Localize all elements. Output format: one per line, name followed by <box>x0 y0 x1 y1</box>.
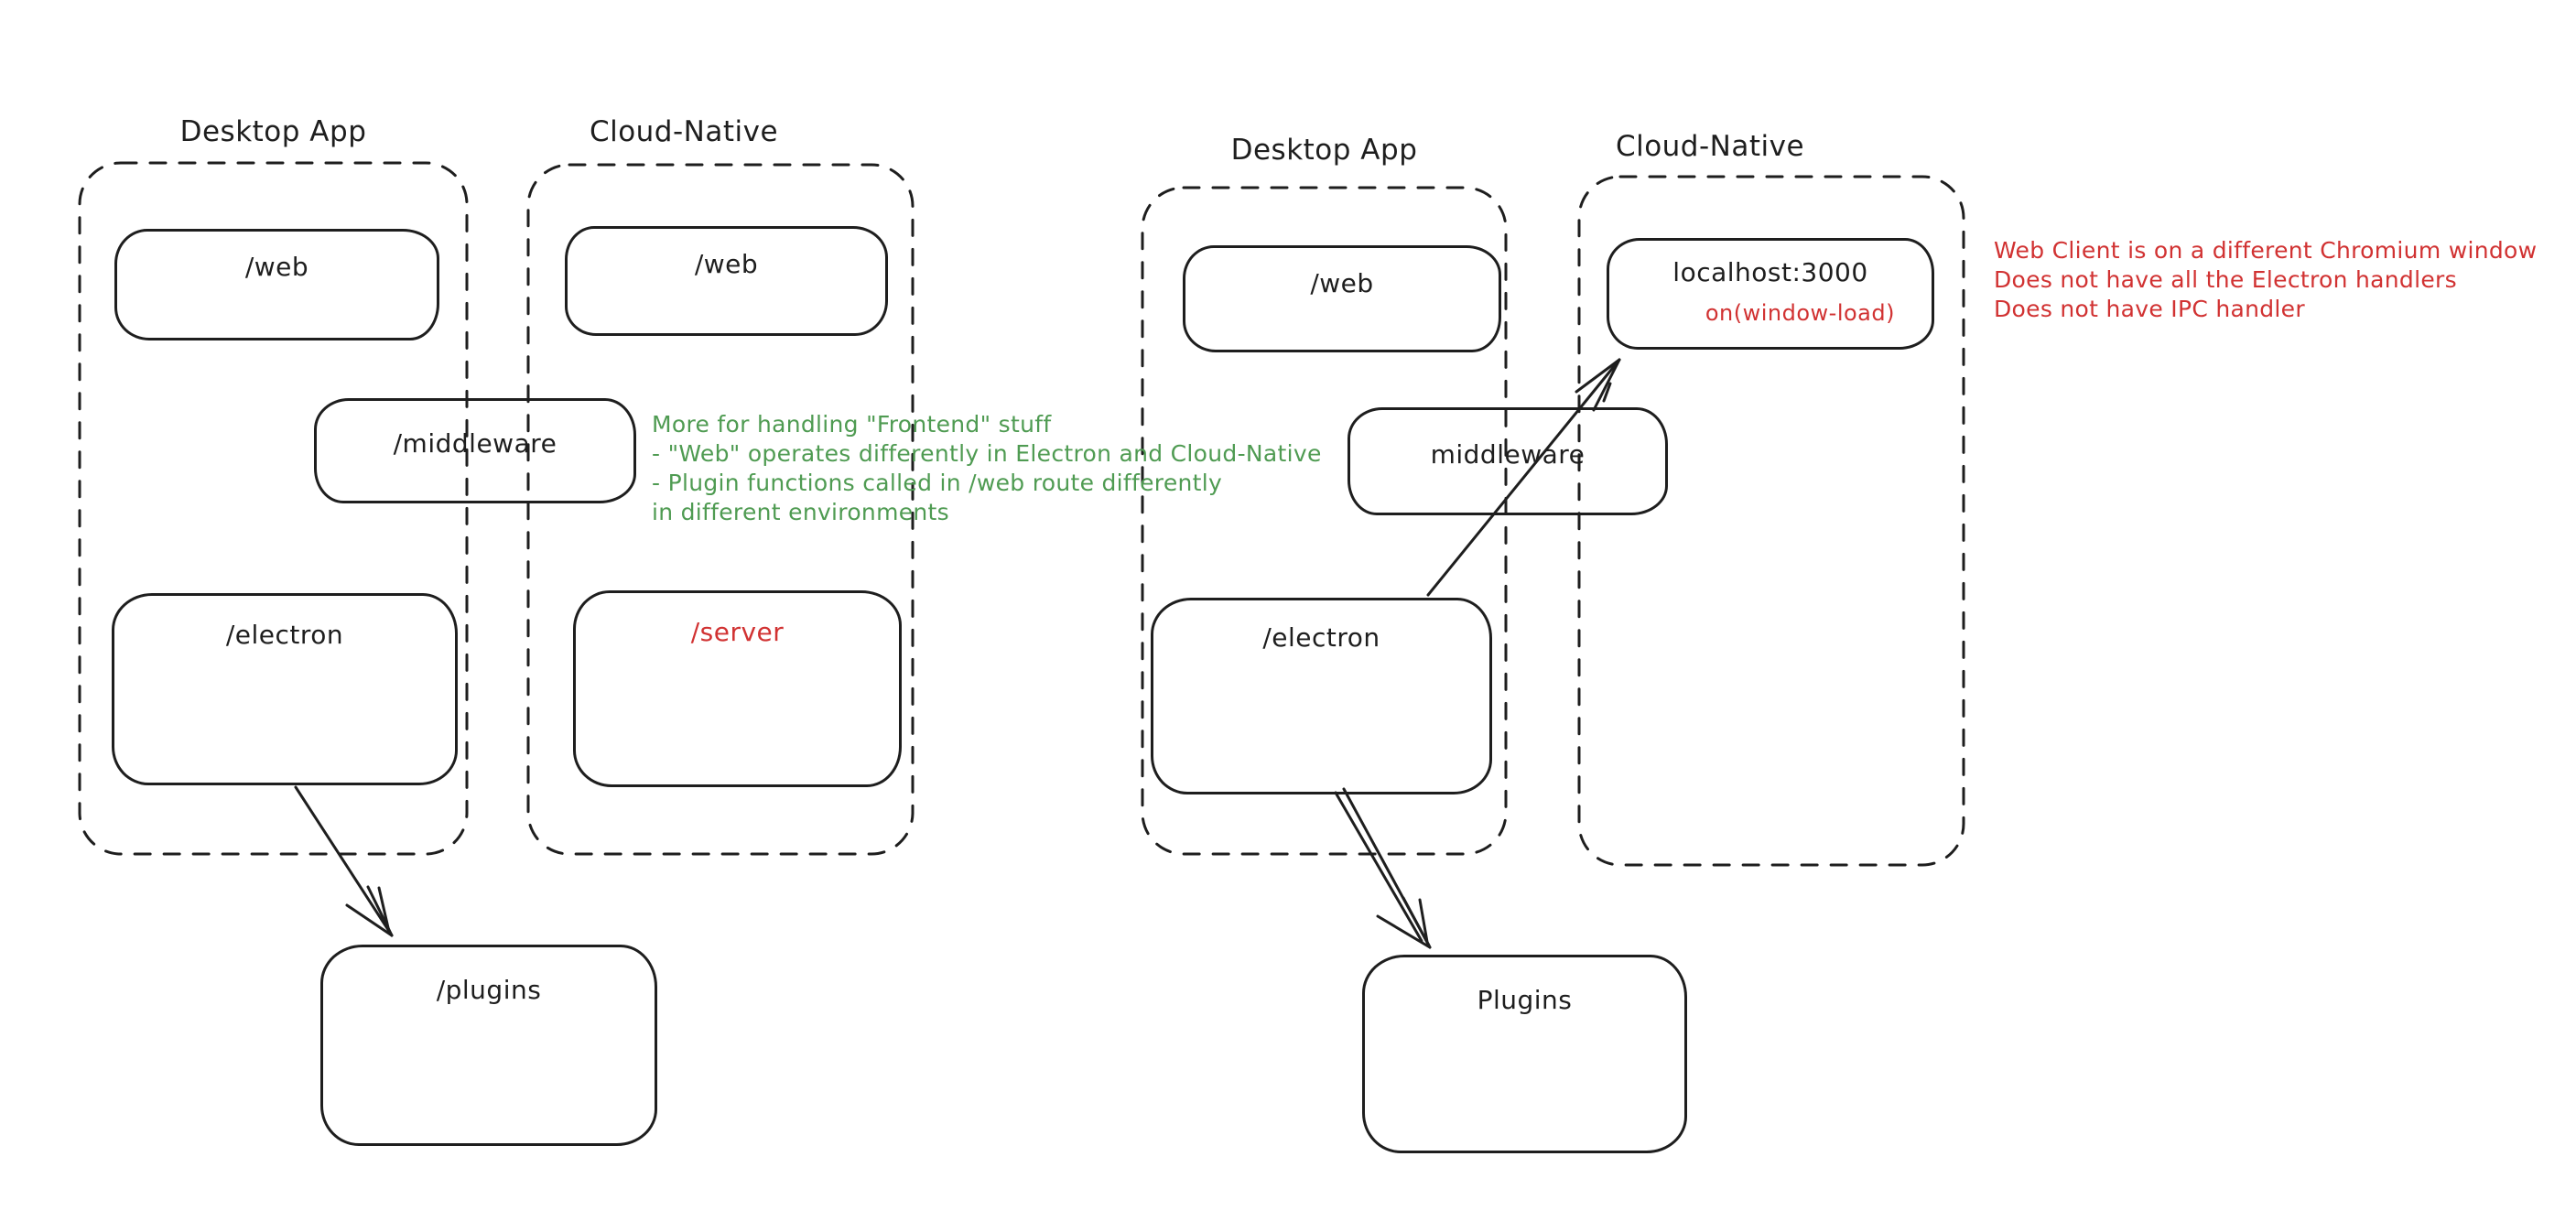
left-green-note: More for handling "Frontend" stuff - "We… <box>652 410 1322 527</box>
right-middleware-label: middleware <box>1430 439 1586 470</box>
left-green-note-line-1: More for handling "Frontend" stuff <box>652 411 1052 438</box>
left-server-label: /server <box>690 617 785 647</box>
right-electron-box: /electron <box>1151 598 1492 794</box>
left-web-desktop-label: /web <box>244 252 309 282</box>
left-plugins-label: /plugins <box>436 975 542 1005</box>
right-plugins-label: Plugins <box>1477 985 1573 1015</box>
right-web-label: /web <box>1310 268 1374 298</box>
left-green-note-line-3: - Plugin functions called in /web route … <box>652 470 1223 496</box>
left-middleware-label: /middleware <box>393 428 557 459</box>
right-electron-label: /electron <box>1262 622 1380 653</box>
left-electron-box: /electron <box>112 593 458 785</box>
left-green-note-line-2: - "Web" operates differently in Electron… <box>652 440 1322 467</box>
right-middleware-box: middleware <box>1348 407 1668 515</box>
arrow-electron-to-plugins-left <box>294 785 394 937</box>
right-desktop-app-label: Desktop App <box>1230 134 1418 167</box>
arrow-electron-to-plugins-right <box>1334 787 1432 949</box>
left-electron-label: /electron <box>225 620 344 650</box>
right-window-load-label: on(window-load) <box>1705 300 1895 326</box>
right-web-box: /web <box>1183 245 1501 352</box>
left-web-desktop-box: /web <box>114 229 439 340</box>
left-middleware-box: /middleware <box>314 398 636 503</box>
left-green-note-line-4: in different environments <box>652 499 949 525</box>
right-cloud-native-label: Cloud-Native <box>1615 130 1805 163</box>
right-red-note: Web Client is on a different Chromium wi… <box>1994 236 2537 324</box>
right-red-note-line-2: Does not have all the Electron handlers <box>1994 266 2457 293</box>
right-red-note-line-1: Web Client is on a different Chromium wi… <box>1994 237 2538 264</box>
left-web-cloud-label: /web <box>694 249 759 279</box>
left-web-cloud-box: /web <box>565 226 888 336</box>
left-cloud-native-label: Cloud-Native <box>589 115 779 148</box>
right-red-note-line-3: Does not have IPC handler <box>1994 296 2305 322</box>
left-plugins-box: /plugins <box>320 945 657 1146</box>
right-localhost-label: localhost:3000 <box>1672 257 1868 287</box>
left-desktop-app-label: Desktop App <box>179 115 367 148</box>
right-localhost-box: localhost:3000 on(window-load) <box>1607 238 1934 350</box>
left-server-box: /server <box>573 590 902 787</box>
right-plugins-box: Plugins <box>1362 955 1687 1153</box>
